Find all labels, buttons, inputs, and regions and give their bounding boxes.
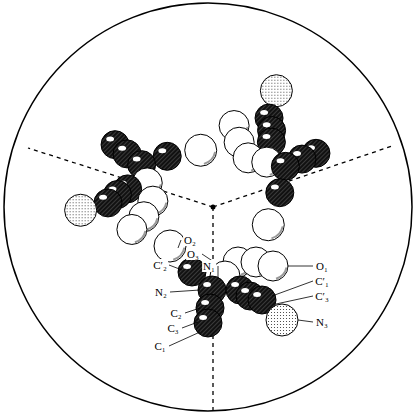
leader-line (182, 322, 198, 328)
atom-label: C′₁ (314, 275, 330, 287)
atom-sphere (154, 230, 186, 262)
atom-label: O₃ (186, 248, 200, 260)
atom-sphere (117, 214, 147, 244)
atom-label: O₂ (183, 234, 197, 246)
leader-line (169, 265, 182, 270)
atom-sphere (185, 134, 217, 166)
leader-line (218, 266, 219, 278)
leader-line (288, 266, 313, 267)
atom-label: O₁ (315, 260, 329, 272)
axis-center (211, 205, 216, 210)
atom-sphere (252, 209, 284, 241)
symmetry-axes (28, 146, 392, 412)
leader-line (178, 240, 181, 248)
atom-sphere (153, 142, 181, 170)
atom-label: C₂ (169, 307, 182, 319)
leader-arrows (169, 240, 313, 346)
atom-sphere (260, 75, 292, 107)
atom-label: N₁ (202, 260, 216, 272)
atom-label: C′₂ (152, 259, 168, 271)
boundary-circle (4, 3, 412, 411)
atom-sphere (266, 304, 298, 336)
leader-line (298, 320, 313, 322)
leader-line (170, 290, 200, 292)
leader-line (185, 308, 200, 313)
atom-sphere (258, 251, 288, 281)
atom-sphere (271, 152, 299, 180)
leader-line (272, 281, 313, 296)
atom-sphere (65, 194, 97, 226)
atom-label: C₃ (166, 322, 179, 334)
atom-sphere (266, 179, 294, 207)
atom-spheres (65, 75, 330, 337)
atom-label: N₂ (154, 286, 168, 298)
leader-line (169, 332, 200, 346)
atom-label: C′₃ (314, 290, 330, 302)
atom-sphere (94, 189, 122, 217)
atom-label: C₁ (153, 340, 166, 352)
atom-label: N₃ (315, 316, 329, 328)
leader-line (276, 296, 313, 304)
